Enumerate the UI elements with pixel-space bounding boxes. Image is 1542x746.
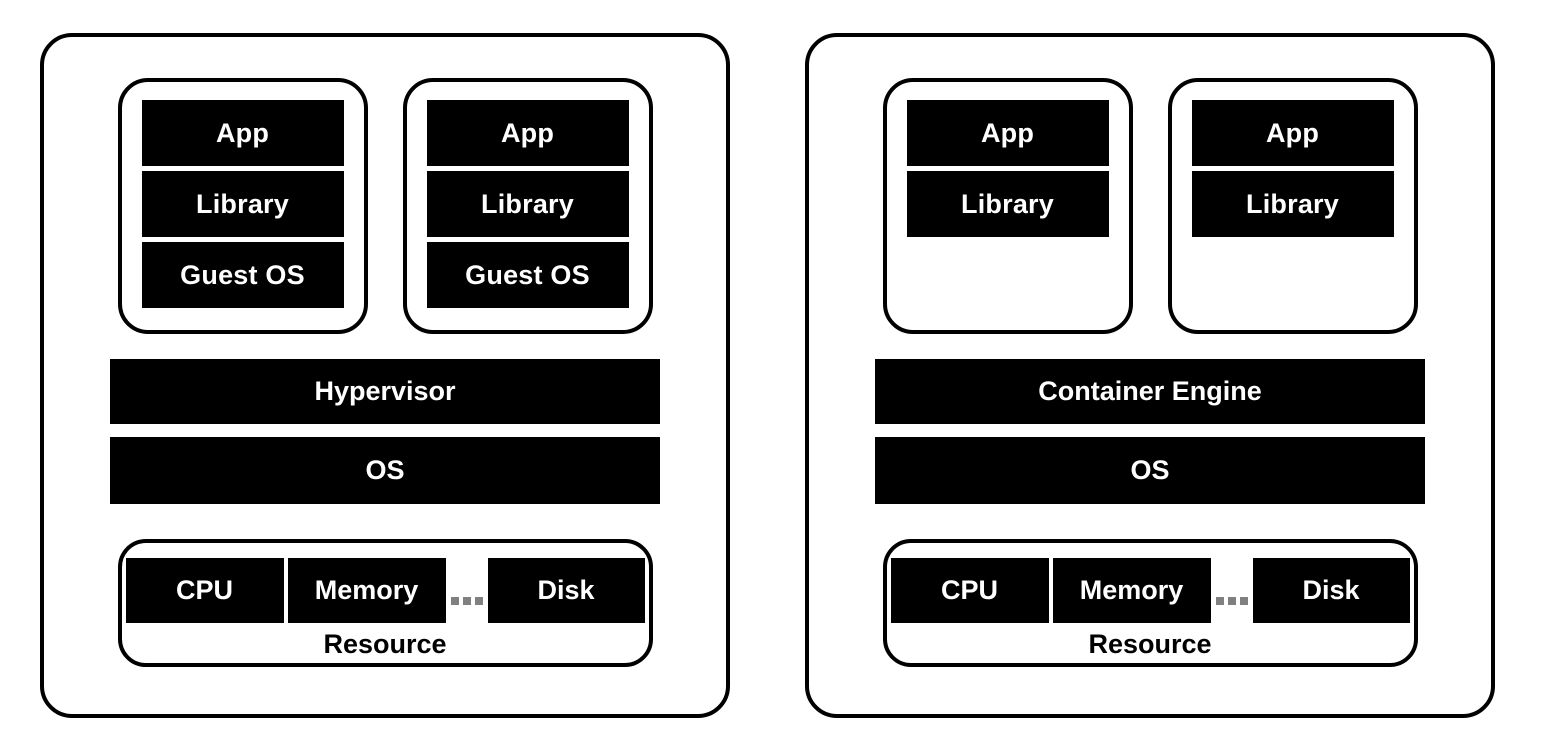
resource-group: CPU Memory ... Disk Resource [117, 539, 653, 667]
library-layer: Library [141, 171, 344, 237]
ellipsis-dot [462, 596, 471, 605]
ellipsis-dot [450, 596, 459, 605]
ellipsis-dot [1215, 596, 1224, 605]
vm-box: App Library Guest OS [117, 78, 368, 334]
resource-group: CPU Memory ... Disk Resource [882, 539, 1418, 667]
host-os-bar: OS [110, 437, 660, 504]
app-layer: App [1191, 100, 1394, 166]
memory-box: Memory [287, 558, 446, 623]
container-architecture-panel: App Library App Library Container Engine… [805, 33, 1495, 718]
app-layer: App [426, 100, 629, 166]
ellipsis-dot [1239, 596, 1248, 605]
memory-box: Memory [1052, 558, 1211, 623]
vm-architecture-panel: App Library Guest OS App Library Guest O… [40, 33, 730, 718]
container-engine-bar: Container Engine [875, 359, 1425, 424]
library-layer: Library [426, 171, 629, 237]
ellipsis-icon: ... [450, 596, 484, 605]
cpu-box: CPU [125, 558, 284, 623]
vm-units-row: App Library Guest OS App Library Guest O… [44, 78, 726, 334]
resource-row: CPU Memory ... Disk [122, 558, 649, 623]
disk-box: Disk [1252, 558, 1410, 623]
app-layer: App [141, 100, 344, 166]
disk-box: Disk [487, 558, 645, 623]
host-os-bar: OS [875, 437, 1425, 504]
library-layer: Library [906, 171, 1109, 237]
resource-label: Resource [1088, 629, 1212, 659]
hypervisor-bar: Hypervisor [110, 359, 660, 424]
cpu-box: CPU [890, 558, 1049, 623]
ellipsis-dot [474, 596, 483, 605]
container-box: App Library [1167, 78, 1418, 334]
resource-row: CPU Memory ... Disk [887, 558, 1414, 623]
guest-os-layer: Guest OS [426, 242, 629, 308]
library-layer: Library [1191, 171, 1394, 237]
resource-label: Resource [323, 629, 447, 659]
guest-os-layer: Guest OS [141, 242, 344, 308]
container-box: App Library [882, 78, 1133, 334]
ellipsis-dot [1227, 596, 1236, 605]
vm-box: App Library Guest OS [402, 78, 653, 334]
container-units-row: App Library App Library [809, 78, 1491, 334]
ellipsis-icon: ... [1215, 596, 1249, 605]
app-layer: App [906, 100, 1109, 166]
